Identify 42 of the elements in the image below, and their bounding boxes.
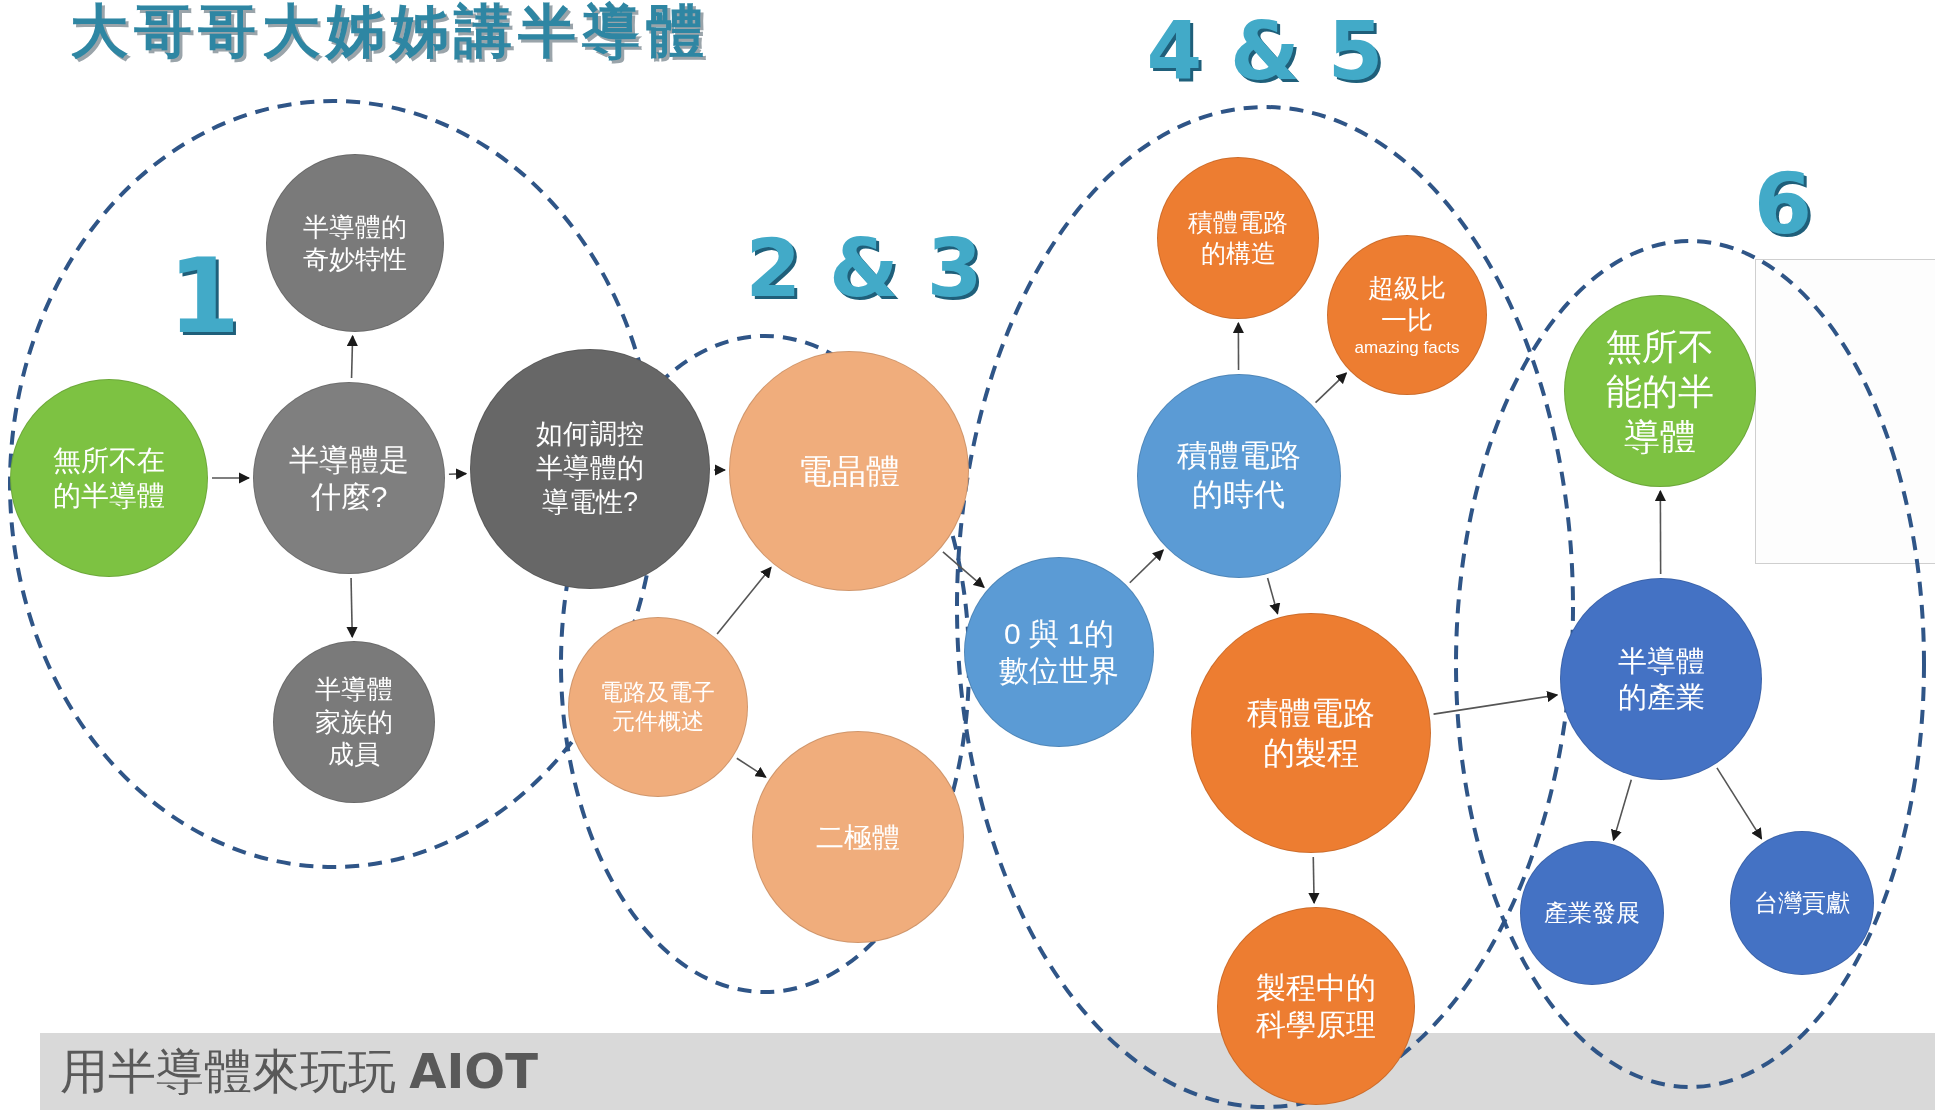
section-number: 2 & 3 (745, 229, 983, 309)
arrow (346, 334, 358, 379)
topic-label: 電路及電子元件概述 (599, 678, 717, 736)
topic-label: 如何調控半導體的導電性? (535, 418, 645, 519)
arrow (1314, 372, 1348, 404)
arrow (716, 566, 772, 635)
topic-label: 無所不能的半導體 (1605, 324, 1715, 459)
arrow (942, 551, 985, 589)
arrow (1654, 489, 1666, 575)
topic-label: 二極體 (815, 820, 901, 855)
arrow (448, 468, 468, 480)
arrow (1610, 778, 1633, 842)
arrow (211, 472, 251, 484)
arrow (736, 757, 767, 778)
arrow (1716, 767, 1763, 840)
arrow (1308, 856, 1320, 905)
topic-label: 電晶體 (797, 450, 901, 492)
topic-label: 製程中的科學原理 (1255, 969, 1377, 1043)
section-number: 1 (167, 244, 241, 348)
arrow (346, 577, 358, 639)
arrow (713, 464, 727, 476)
footer-text: 用半導體來玩玩 AIOT (60, 1047, 538, 1096)
title: 大哥哥大姊姊講半導體 (70, 2, 710, 60)
topic-label: 半導體是什麼? (288, 441, 410, 515)
topic-label: 0 與 1的數位世界 (998, 615, 1120, 689)
topic-label: 積體電路的製程 (1246, 694, 1376, 773)
topic-label: 積體電路的構造 (1187, 206, 1289, 269)
topic-label: 超級比一比 (1367, 271, 1447, 337)
topic-label: amazing facts (1354, 336, 1460, 359)
arrow (1266, 577, 1281, 615)
topic-label: 積體電路的時代 (1176, 437, 1302, 514)
topic-label: 半導體家族的成員 (314, 673, 394, 771)
section-number: 6 (1753, 162, 1813, 246)
topic-label: 台灣貢獻 (1753, 888, 1851, 918)
arrow (1432, 691, 1559, 715)
topic-label: 半導體的奇妙特性 (302, 210, 408, 276)
arrow (1129, 549, 1164, 584)
topic-label: 無所不在的半導體 (52, 444, 166, 513)
section-number: 4 & 5 (1146, 12, 1384, 92)
topic-label: 產業發展 (1543, 898, 1641, 928)
topic-label: 半導體的產業 (1616, 643, 1706, 715)
arrow (1232, 321, 1244, 371)
